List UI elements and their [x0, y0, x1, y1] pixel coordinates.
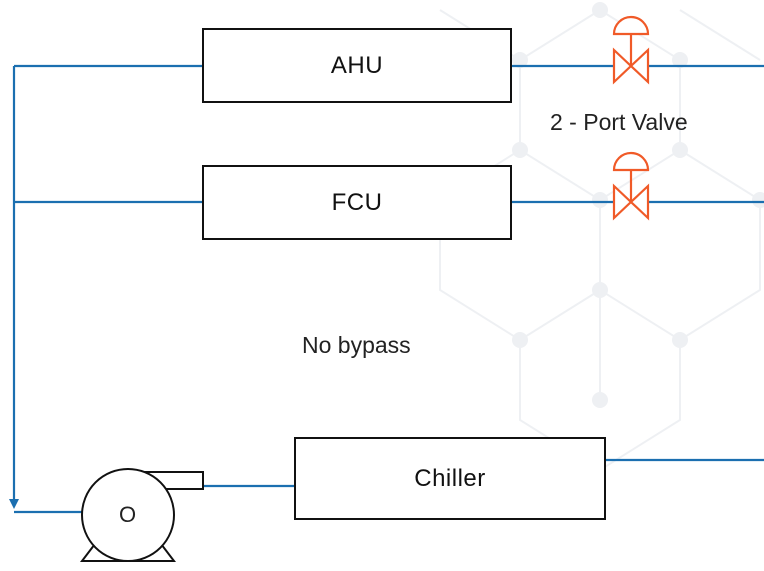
ahu-unit: AHU [202, 28, 512, 103]
valve-label: 2 - Port Valve [550, 109, 688, 135]
pump-icon [79, 468, 204, 562]
ahu-label: AHU [330, 51, 384, 79]
pump-symbol-label: O [119, 502, 137, 527]
background-nodes [432, 2, 764, 408]
no-bypass-label: No bypass [302, 332, 411, 358]
flow-arrow-icon [9, 499, 19, 509]
chiller-unit: Chiller [294, 437, 606, 520]
fcu-label: FCU [331, 188, 383, 216]
two-port-valve-icon [612, 15, 650, 85]
fcu-unit: FCU [202, 165, 512, 240]
chiller-label: Chiller [414, 464, 486, 492]
two-port-valve-icon [612, 151, 650, 221]
